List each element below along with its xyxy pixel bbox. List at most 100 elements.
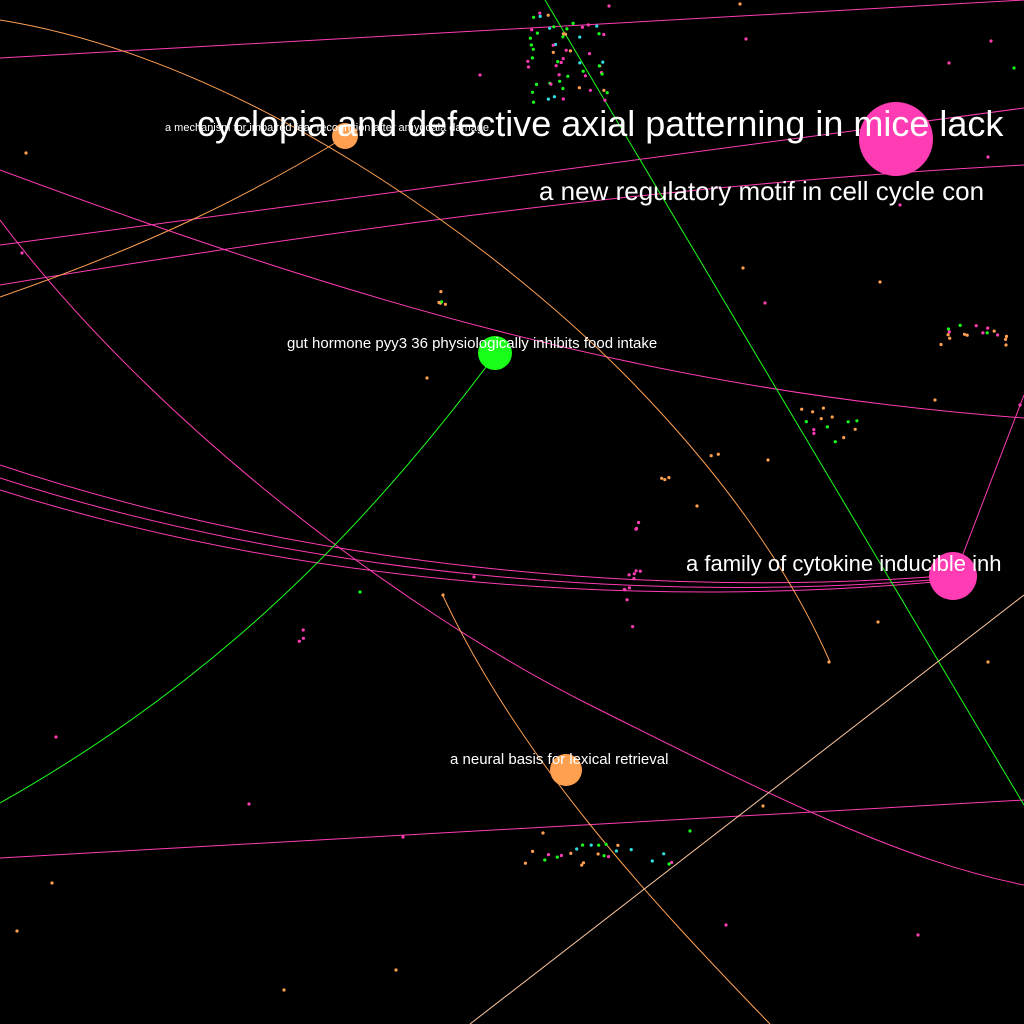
minor-node	[578, 35, 582, 39]
minor-node	[437, 300, 441, 305]
minor-node	[811, 410, 815, 414]
minor-node	[247, 802, 251, 806]
minor-node	[439, 290, 443, 294]
minor-node	[581, 69, 585, 73]
minor-node	[297, 639, 301, 643]
minor-node	[634, 569, 638, 573]
minor-node	[660, 476, 664, 480]
minor-node	[632, 572, 636, 576]
minor-node	[627, 586, 632, 590]
node-regulatory-motif-label[interactable]: a new regulatory motif in cell cycle con	[539, 176, 984, 206]
minor-node	[566, 74, 570, 78]
minor-node	[974, 324, 978, 328]
minor-node	[1012, 66, 1016, 70]
minor-node	[557, 73, 561, 77]
node-pyy-label[interactable]: gut hormone pyy3 36 physiologically inhi…	[287, 335, 657, 352]
graph-edge	[0, 477, 956, 588]
minor-node	[842, 436, 846, 440]
graph-edge	[442, 595, 771, 1024]
minor-node	[604, 842, 608, 846]
minor-node	[602, 88, 606, 92]
minor-node	[282, 988, 286, 992]
minor-node	[472, 575, 476, 579]
node-cytokine-label[interactable]: a family of cytokine inducible inh	[686, 551, 1002, 576]
minor-node	[898, 203, 902, 207]
minor-node	[581, 861, 586, 865]
node-cyclopia-circle[interactable]	[859, 102, 933, 176]
minor-node	[821, 406, 826, 410]
node-cyclopia-label[interactable]: cyclopia and defective axial patterning …	[197, 103, 1004, 144]
minor-node	[939, 342, 943, 347]
minor-node	[20, 251, 24, 255]
node-lexical-circle[interactable]	[550, 754, 582, 786]
graph-nodes[interactable]	[332, 102, 977, 786]
minor-node	[571, 21, 575, 25]
minor-node	[538, 14, 542, 18]
minor-node	[738, 2, 742, 6]
minor-node	[878, 280, 882, 284]
minor-node	[625, 598, 629, 602]
minor-node	[543, 858, 547, 862]
minor-node	[825, 425, 830, 429]
minor-node	[637, 520, 641, 525]
minor-node	[581, 843, 585, 847]
minor-node	[650, 859, 654, 863]
minor-node	[986, 660, 990, 664]
minor-node	[541, 831, 545, 835]
minor-node	[605, 91, 609, 95]
minor-node	[561, 86, 565, 91]
minor-node	[812, 428, 816, 432]
minor-node	[530, 56, 535, 60]
minor-node	[602, 32, 606, 37]
minor-node	[989, 39, 993, 43]
minor-node	[588, 88, 593, 92]
graph-edge	[0, 169, 1024, 419]
minor-node	[981, 331, 985, 335]
graph-edge	[0, 464, 956, 584]
minor-node	[478, 73, 482, 77]
minor-node	[548, 26, 552, 30]
minor-node	[763, 301, 767, 305]
node-pyy-circle[interactable]	[478, 336, 512, 370]
minor-node	[663, 478, 667, 482]
minor-node	[587, 52, 592, 56]
minor-node	[992, 329, 996, 333]
node-mechanism-label[interactable]: a mechanism for impaired fear recognitio…	[165, 122, 489, 134]
minor-node	[709, 454, 713, 458]
minor-node	[526, 59, 530, 63]
minor-node	[301, 636, 305, 640]
minor-node	[595, 24, 599, 28]
minor-node	[523, 861, 528, 865]
minor-node	[546, 853, 551, 857]
minor-node	[50, 881, 54, 885]
minor-node	[565, 27, 569, 31]
graph-edge	[0, 136, 346, 298]
minor-node	[688, 829, 692, 833]
minor-node	[15, 929, 19, 933]
minor-node	[531, 849, 535, 854]
minor-node	[577, 86, 582, 90]
minor-node	[947, 330, 951, 334]
minor-node	[634, 527, 638, 531]
minor-node	[564, 48, 568, 52]
minor-node	[627, 573, 631, 577]
minor-node	[946, 327, 951, 331]
graph-edge	[954, 394, 1024, 576]
minor-node	[616, 843, 620, 848]
node-mechanism-circle[interactable]	[332, 123, 358, 149]
minor-node	[535, 31, 540, 35]
minor-node	[578, 61, 582, 65]
minor-node	[597, 843, 601, 847]
node-lexical-label[interactable]: a neural basis for lexical retrieval	[450, 751, 668, 768]
minor-node	[761, 804, 765, 808]
minor-node	[853, 427, 857, 431]
minor-node	[556, 60, 560, 64]
minor-node	[580, 863, 584, 867]
minor-node	[1004, 343, 1008, 347]
minor-node	[638, 569, 642, 573]
graph-edge	[0, 354, 496, 804]
node-cytokine-circle[interactable]	[929, 552, 977, 600]
graph-edge	[544, 0, 1024, 806]
